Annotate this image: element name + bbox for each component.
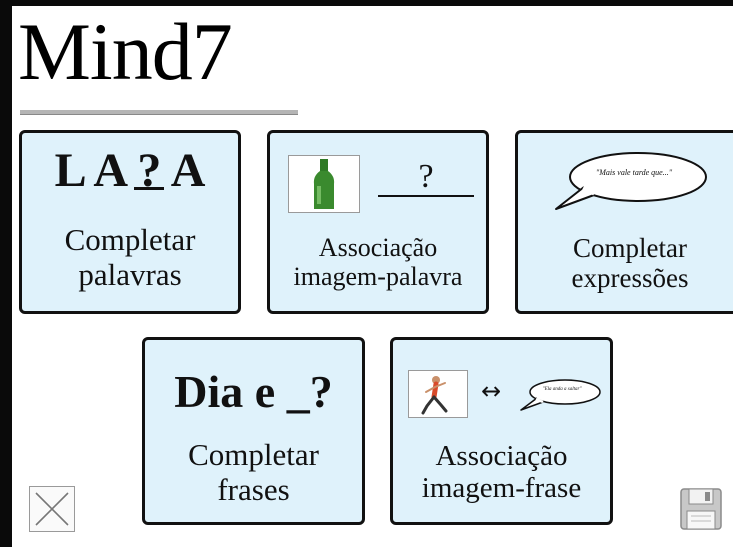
bubble-text: "Mais vale tarde que..." [595,168,673,177]
runner-icon [421,376,448,415]
label-line-1: Completar [573,233,687,263]
label-line-2: expressões [571,263,689,294]
word-preview: L A ? A [22,141,238,201]
phrase-preview: Dia e _? [174,366,333,417]
label-line-2: imagem-frase [421,472,582,505]
preview-letter: A [170,144,206,197]
label-line-1: Completar [64,222,196,257]
card-label: Completar palavras [22,222,238,292]
runner-picture [408,370,468,418]
label-line-2: frases [217,471,290,507]
label-line-2: imagem-palavra [293,262,463,292]
bottle-picture [288,155,360,213]
preview-letter: A [93,144,126,197]
save-button[interactable] [678,486,724,532]
card-label: Completar expressões [518,233,733,293]
blank-word: ? [418,158,434,195]
association-arrow: ↔ [481,377,502,405]
preview-letter: L [54,144,84,197]
complete-expressions-card[interactable]: "Mais vale tarde que..." Completar expre… [515,130,733,314]
card-label: Associação imagem-palavra [270,233,486,291]
label-line-1: Associação [435,440,568,472]
blank-underline [134,187,165,190]
close-icon [35,492,69,526]
app-title: Mind7 [18,6,233,97]
complete-sentences-card[interactable]: Dia e _? Completar frases [142,337,365,525]
card-label: Completar frases [145,437,362,507]
label-line-2: palavras [78,256,182,292]
complete-words-card[interactable]: L A ? A Completar palavras [19,130,241,314]
speech-bubble-icon [555,152,707,210]
save-icon [680,488,722,530]
card-label: Associação imagem-frase [393,440,610,505]
bottle-icon [313,159,335,209]
missing-letter: ? [134,141,165,201]
app-screen: Mind7 L A ? A Completar palavras ? Assoc… [12,6,733,547]
blank-underline [378,195,474,197]
image-word-card[interactable]: ? Associação imagem-palavra [267,130,489,314]
label-line-1: Completar [188,437,319,472]
label-line-1: Associação [318,233,438,262]
bubble-text: "Ela anda a saltar" [542,387,582,392]
image-sentence-card[interactable]: ↔ "Ela anda a saltar" Associação imagem-… [390,337,613,525]
title-underline [20,110,298,115]
speech-bubble-icon [520,379,601,411]
close-button[interactable] [29,486,75,532]
